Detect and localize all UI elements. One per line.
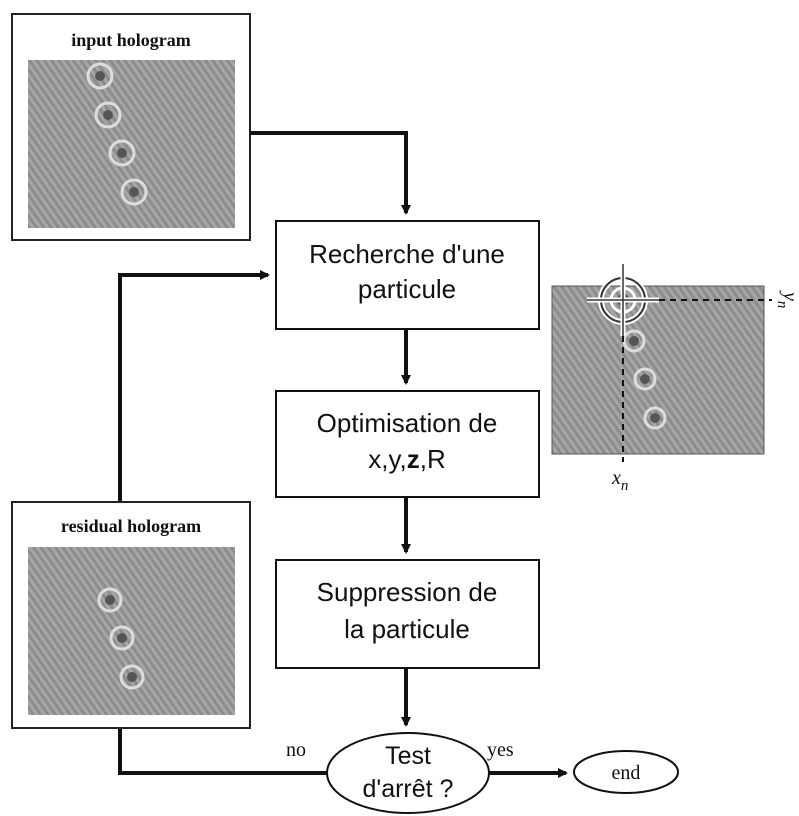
x-label: xn [611, 467, 628, 494]
connectors [118, 131, 568, 778]
end-ellipse [573, 750, 679, 794]
step-optimise-box [275, 390, 540, 498]
end-terminal: end [573, 750, 679, 794]
step-remove-line2: la particule [344, 614, 470, 644]
arrow-residual-to-search [118, 270, 270, 502]
step-optimise-line1: Optimisation de [317, 408, 498, 438]
crosshair-icon [587, 264, 659, 336]
step-search-line1: Recherche d'une [309, 239, 505, 269]
no-label: no [286, 739, 306, 761]
decision-line1: Test [385, 742, 431, 770]
step-search: Recherche d'une particule [275, 220, 540, 330]
step-optimise: Optimisation de x,y,z,R [275, 390, 540, 498]
arrow-no-to-residual [118, 729, 327, 775]
residual-hologram-panel: residual hologram [11, 501, 251, 729]
input-hologram-title: input hologram [71, 30, 191, 50]
step-remove: Suppression de la particule [275, 559, 540, 669]
step-remove-box [275, 559, 540, 669]
decision-line2: d'arrêt ? [363, 775, 454, 803]
decision-test: Test d'arrêt ? [326, 732, 490, 814]
input-hologram-particles [86, 62, 148, 206]
inset-hologram: xn yn [551, 264, 799, 494]
input-hologram-panel: input hologram [11, 13, 251, 241]
residual-hologram-title: residual hologram [61, 516, 201, 536]
step-search-box [275, 220, 540, 330]
residual-hologram-particles [97, 587, 145, 690]
arrow-input-to-search [250, 131, 411, 215]
step-search-line2: particule [358, 274, 456, 304]
y-label: yn [774, 290, 799, 308]
step-remove-line1: Suppression de [317, 577, 498, 607]
yes-label: yes [487, 739, 514, 761]
end-label: end [612, 762, 641, 784]
step-optimise-line2: x,y,z,R [368, 444, 446, 474]
